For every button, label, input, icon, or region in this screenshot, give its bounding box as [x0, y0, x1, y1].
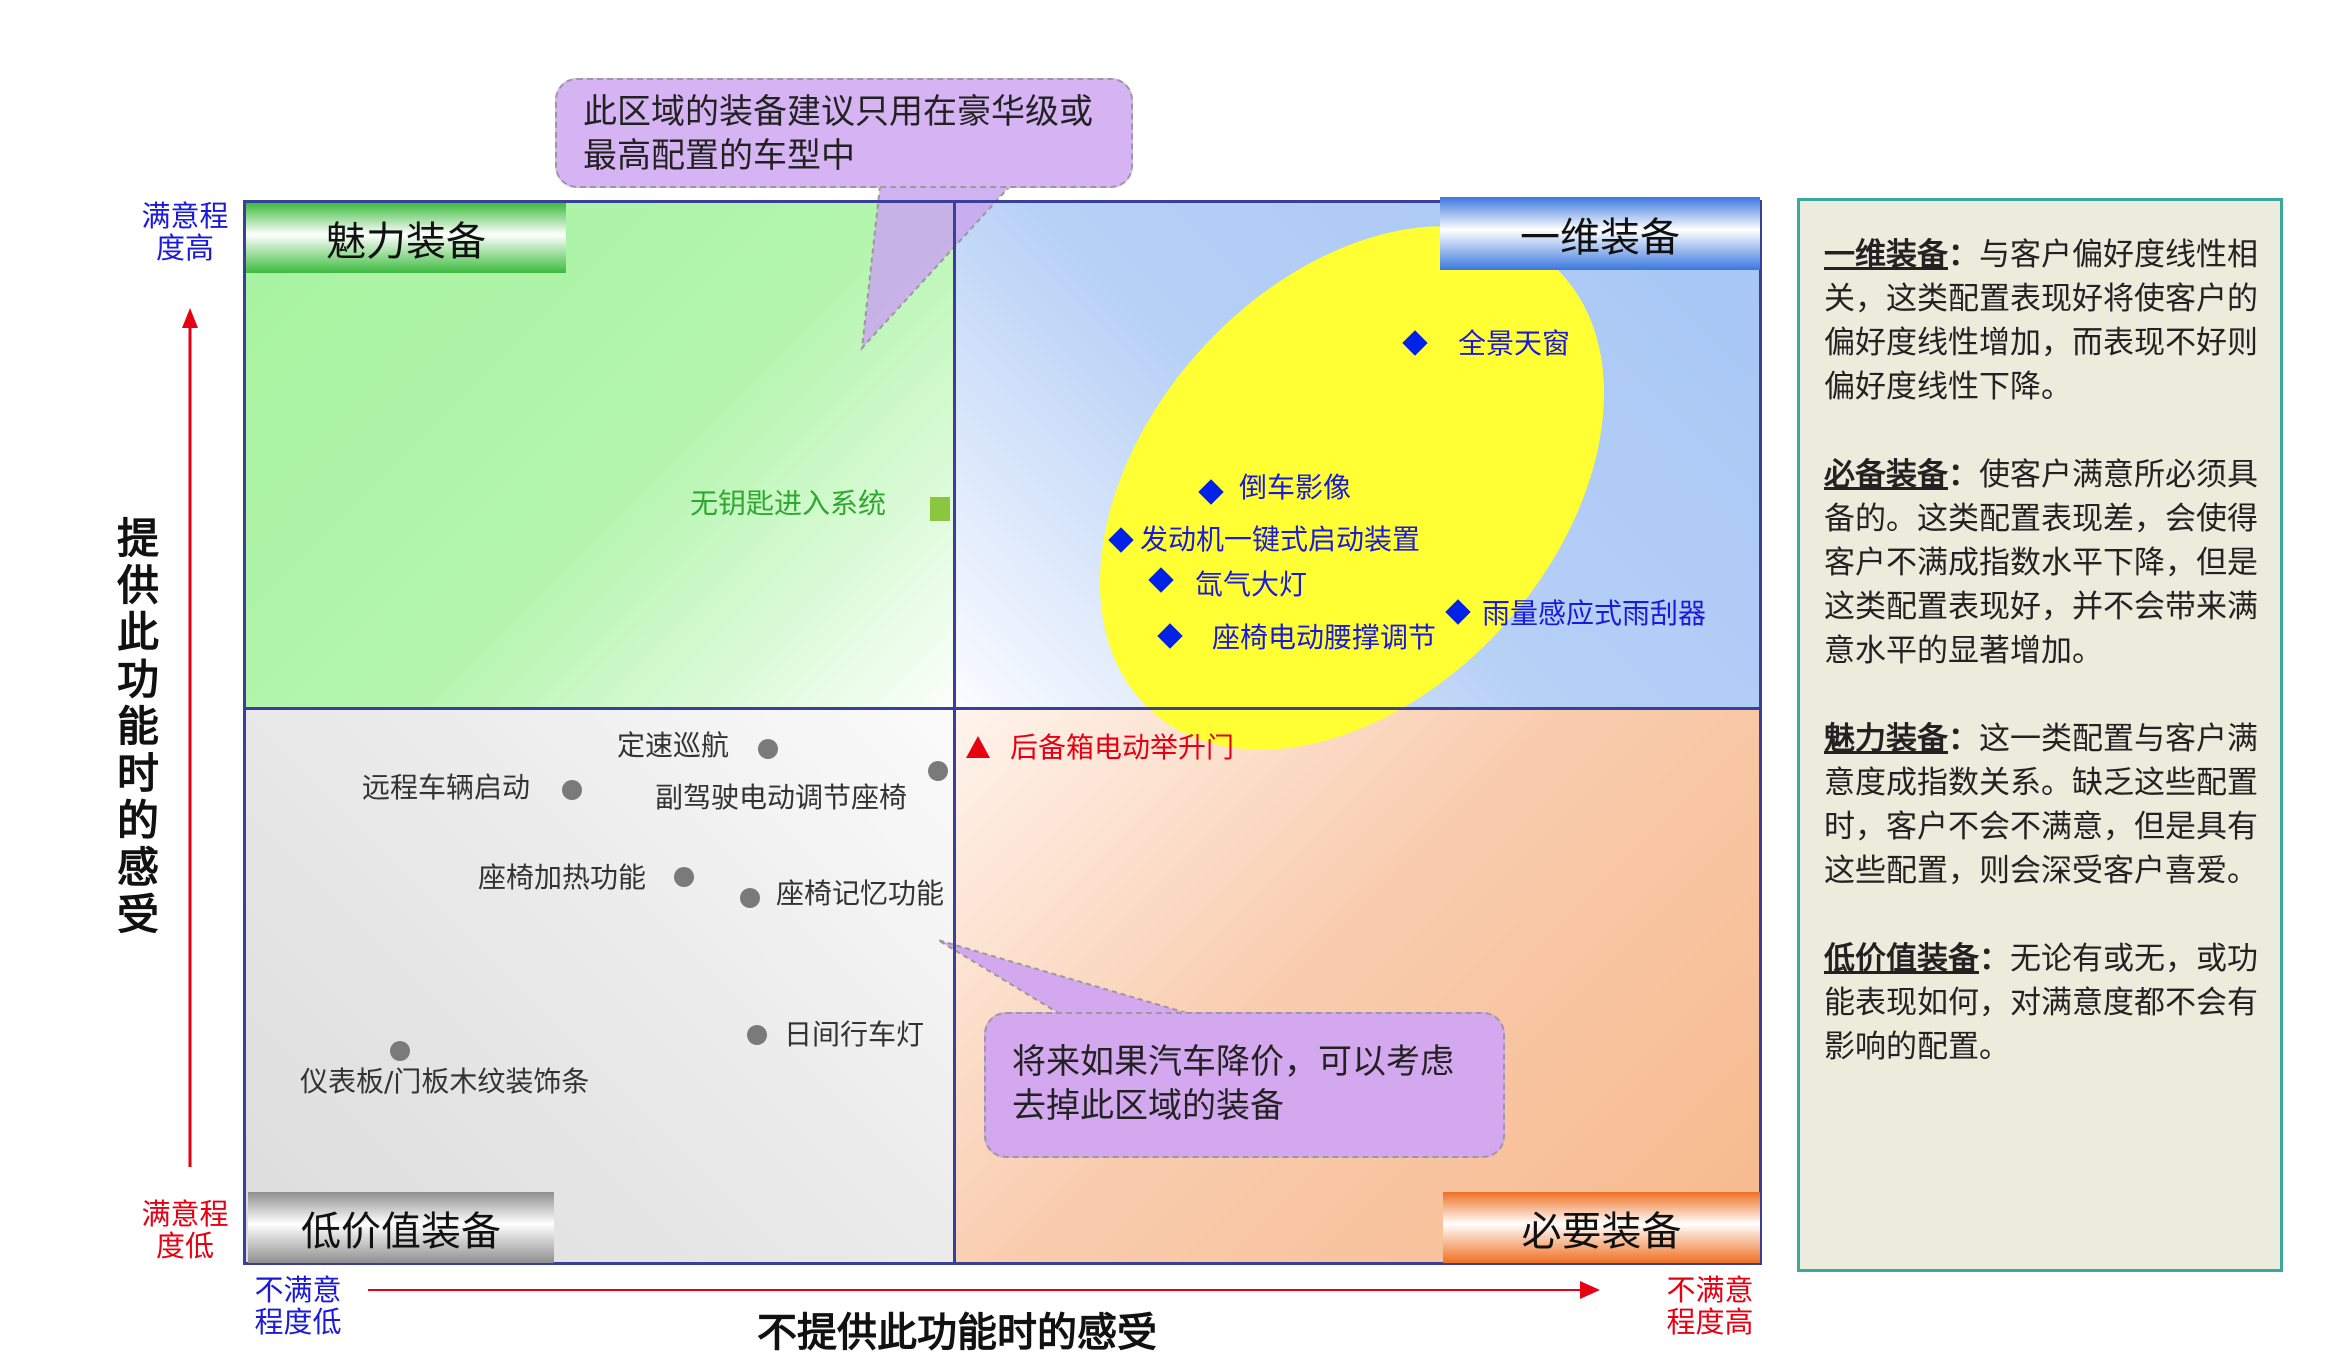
dot-marker — [674, 867, 694, 887]
colon: ： — [1979, 941, 2010, 977]
bottom-callout — [984, 1012, 1505, 1158]
quadrant-attractive — [243, 200, 954, 708]
term: 一维装备 — [1824, 237, 1948, 273]
y-high-label: 满意程度高 — [141, 199, 229, 265]
point-label: 座椅加热功能 — [478, 861, 647, 894]
definition-low-value: 低价值装备：无论有或无，或功能表现如何，对满意度都不会有影响的配置。 — [1824, 937, 2260, 1069]
dot-marker — [747, 1025, 767, 1045]
definition-text: 无论有或无，或功能表现如何，对满意度都不会有影响的配置。 — [1824, 941, 2258, 1065]
point-label: 座椅电动腰撑调节 — [1212, 621, 1437, 654]
point-label: 倒车影像 — [1239, 471, 1352, 504]
term: 魅力装备 — [1824, 721, 1948, 757]
point-label: 全景天窗 — [1458, 327, 1571, 360]
point-label: 发动机一键式启动装置 — [1140, 523, 1421, 556]
x-axis-arrowhead — [1580, 1281, 1600, 1299]
definition-attractive: 魅力装备：这一类配置与客户满意度成指数关系。缺乏这些配置时，客户不会不满意，但是… — [1824, 717, 2260, 893]
x-axis-title: 不提供此功能时的感受 — [757, 1310, 1157, 1356]
colon: ： — [1948, 721, 1979, 757]
point-label: 雨量感应式雨刮器 — [1482, 597, 1707, 630]
highlight-ellipse — [1099, 226, 1605, 750]
point-label: 无钥匙进入系统 — [690, 487, 887, 520]
point-label: 副驾驶电动调节座椅 — [655, 781, 908, 814]
point-label: 定速巡航 — [617, 729, 730, 762]
dot-marker — [758, 739, 778, 759]
horizontal-divider — [243, 707, 1762, 710]
top-callout-tail — [860, 185, 1013, 351]
colon: ： — [1948, 457, 1979, 493]
vertical-divider — [953, 200, 956, 1265]
point-label: 座椅记忆功能 — [776, 877, 945, 910]
definition-panel: 一维装备：与客户偏好度线性相关，这类配置表现好将使客户的偏好度线性增加，而表现不… — [1797, 198, 2283, 1272]
matrix-frame — [243, 200, 1762, 1265]
y-axis-title: 提供此功能时的感受 — [116, 514, 159, 939]
square-marker — [930, 497, 950, 521]
term: 低价值装备 — [1824, 941, 1979, 977]
definition-text: 这一类配置与客户满意度成指数关系。缺乏这些配置时，客户不会不满意，但是具有这些配… — [1824, 721, 2258, 889]
quadrant-low-value — [243, 708, 954, 1265]
y-axis-arrowhead — [182, 308, 198, 328]
x-low-label: 不满意程度低 — [254, 1273, 342, 1339]
dot-marker — [740, 888, 760, 908]
label-low-value: 低价值装备 — [248, 1192, 554, 1263]
label-one-dimensional: 一维装备 — [1440, 197, 1760, 270]
definition-text: 使客户满意所必须具备的。这类配置表现差，会使得客户不满成指数水平下降，但是这类配… — [1824, 457, 2258, 669]
bottom-callout-text: 将来如果汽车降价，可以考虑去掉此区域的装备 — [1012, 1042, 1454, 1126]
triangle-marker — [966, 736, 990, 758]
point-label: 远程车辆启动 — [362, 771, 531, 804]
term: 必备装备 — [1824, 457, 1948, 493]
dot-marker — [390, 1041, 410, 1061]
definition-one-dimensional: 一维装备：与客户偏好度线性相关，这类配置表现好将使客户的偏好度线性增加，而表现不… — [1824, 233, 2260, 409]
point-label: 氙气大灯 — [1195, 568, 1308, 601]
dot-marker — [928, 761, 948, 781]
label-must-be: 必要装备 — [1443, 1192, 1760, 1263]
top-callout-text: 此区域的装备建议只用在豪华级或最高配置的车型中 — [583, 92, 1093, 176]
point-label: 仪表板/门板木纹装饰条 — [300, 1065, 590, 1098]
x-high-label: 不满意程度高 — [1666, 1273, 1754, 1339]
label-attractive: 魅力装备 — [246, 203, 566, 273]
definition-must-be: 必备装备：使客户满意所必须具备的。这类配置表现差，会使得客户不满成指数水平下降，… — [1824, 453, 2260, 673]
colon: ： — [1948, 237, 1979, 273]
point-label: 后备箱电动举升门 — [1010, 731, 1235, 764]
point-label: 日间行车灯 — [784, 1018, 925, 1051]
definition-text: 与客户偏好度线性相关，这类配置表现好将使客户的偏好度线性增加，而表现不好则偏好度… — [1824, 237, 2258, 405]
dot-marker — [562, 780, 582, 800]
y-low-label: 满意程度低 — [141, 1197, 229, 1263]
top-callout — [555, 78, 1133, 188]
